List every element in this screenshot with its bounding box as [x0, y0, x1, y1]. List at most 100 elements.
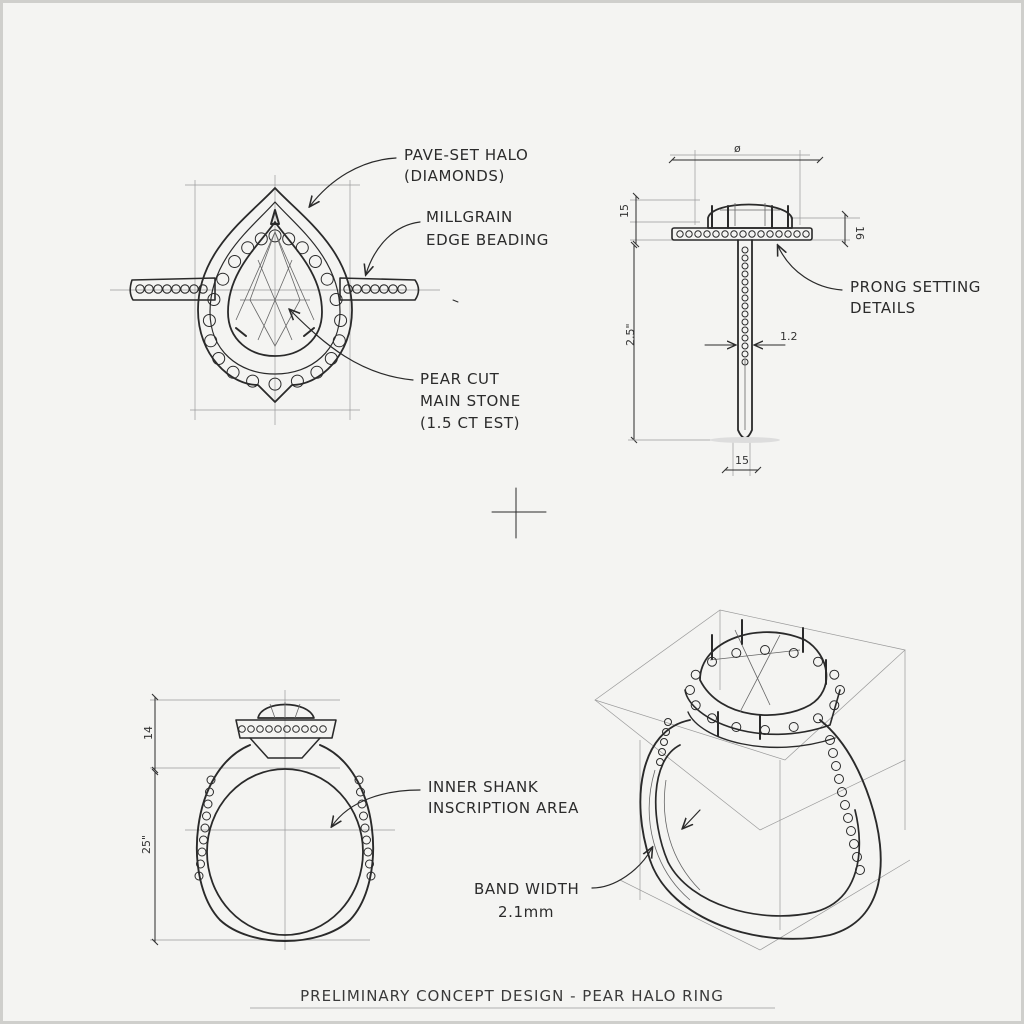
callout-millgrain-line2: EDGE BEADING	[426, 231, 549, 249]
gallery-bead	[748, 230, 756, 238]
halo-diamond	[268, 377, 282, 391]
millgrain-bead	[135, 284, 145, 294]
halo-bead	[274, 725, 282, 733]
shank-bead	[741, 278, 749, 286]
halo-diamond	[731, 648, 742, 658]
band-bead	[656, 758, 664, 766]
callout-inner-line2: INSCRIPTION AREA	[428, 799, 579, 817]
halo-bead	[292, 725, 300, 733]
halo-diamond	[308, 255, 322, 268]
millgrain-bead	[171, 284, 181, 294]
halo-diamond	[760, 645, 770, 655]
band-bead	[837, 787, 847, 797]
halo-diamond	[690, 700, 701, 711]
halo-diamond	[813, 713, 823, 724]
callout-pave-halo: PAVE-SET HALO (DIAMONDS)	[310, 146, 528, 206]
band-bead	[831, 761, 841, 771]
gallery-bead	[730, 230, 738, 238]
top-halo-outer	[197, 187, 353, 403]
top-band-right	[339, 277, 420, 301]
halo-bead	[319, 725, 327, 733]
millgrain-bead	[370, 284, 380, 294]
halo-diamond	[334, 314, 348, 327]
halo-diamond	[707, 713, 717, 724]
halo-diamond	[246, 374, 260, 388]
halo-bead	[256, 725, 264, 733]
halo-bead	[283, 725, 291, 733]
halo-diamond	[241, 241, 255, 255]
callout-millgrain-line1: MILLGRAIN	[426, 208, 513, 226]
shoulder-bead	[366, 871, 376, 881]
halo-diamond	[690, 669, 701, 680]
shank-bead	[741, 246, 749, 254]
halo-diamond	[829, 669, 840, 680]
band-bead	[664, 718, 672, 726]
shank-bead	[741, 342, 749, 350]
halo-bead	[301, 725, 309, 733]
dim-diameter: ø	[734, 142, 741, 155]
shoulder-bead	[196, 859, 205, 869]
shoulder-bead	[363, 847, 373, 857]
halo-diamond	[760, 725, 770, 735]
dim-front-height: 25"	[140, 835, 153, 854]
band-bead	[843, 813, 853, 823]
callout-millgrain: MILLGRAIN EDGE BEADING	[366, 208, 549, 274]
halo-diamond	[685, 685, 695, 695]
millgrain-bead	[180, 284, 190, 294]
callout-stone-line2: MAIN STONE	[420, 392, 521, 410]
callout-band-line2: 2.1mm	[498, 903, 554, 921]
callout-prong-line2: DETAILS	[850, 299, 916, 317]
band-bead	[828, 748, 838, 758]
halo-diamond	[290, 374, 304, 388]
millgrain-bead	[361, 284, 371, 294]
top-band-beads-left	[135, 284, 208, 294]
shoulder-bead	[202, 811, 211, 821]
shoulder-bead	[359, 811, 368, 821]
top-band-left	[129, 277, 216, 301]
gallery-bead	[784, 230, 792, 238]
gallery-bead	[802, 230, 810, 238]
dim-side-shank: 1.2	[780, 330, 798, 343]
halo-diamond	[329, 293, 343, 306]
callout-halo-line2: (DIAMONDS)	[404, 167, 505, 185]
gallery-bead	[721, 230, 729, 238]
halo-diamond	[813, 656, 823, 667]
millgrain-bead	[144, 284, 154, 294]
halo-diamond	[788, 648, 799, 658]
halo-diamond	[295, 241, 309, 255]
gallery-bead	[703, 230, 711, 238]
halo-bead	[238, 725, 246, 733]
shank-bead	[741, 318, 749, 326]
halo-diamond	[835, 685, 845, 695]
halo-diamond	[202, 314, 216, 327]
shoulder-bead	[199, 835, 208, 845]
millgrain-bead	[189, 284, 199, 294]
gallery-bead	[739, 230, 747, 238]
halo-diamond	[324, 352, 338, 365]
callout-inner-shank: INNER SHANK INSCRIPTION AREA	[332, 778, 579, 826]
shoulder-bead	[205, 787, 214, 797]
band-bead	[855, 865, 865, 875]
pear-facets	[235, 230, 315, 347]
front-view-ring: 14 25"	[140, 690, 395, 950]
millgrain-bead	[379, 284, 389, 294]
gallery-bead	[694, 230, 702, 238]
shoulder-bead	[194, 871, 204, 881]
halo-diamond	[788, 722, 799, 732]
halo-diamond	[226, 365, 240, 379]
halo-diamond	[320, 272, 334, 286]
gallery-bead	[676, 230, 684, 238]
halo-diamond	[268, 229, 282, 243]
shoulder-bead	[197, 847, 207, 857]
gallery-bead	[793, 230, 801, 238]
gallery-bead	[757, 230, 765, 238]
shank-bead	[741, 334, 749, 342]
sheet-caption: PRELIMINARY CONCEPT DESIGN - PEAR HALO R…	[300, 987, 724, 1005]
halo-diamond	[212, 352, 226, 365]
band-bead	[662, 728, 670, 736]
top-halo-diamonds	[202, 229, 348, 391]
shoulder-bead	[354, 775, 364, 785]
halo-diamond	[731, 722, 742, 732]
halo-diamond	[204, 334, 218, 348]
